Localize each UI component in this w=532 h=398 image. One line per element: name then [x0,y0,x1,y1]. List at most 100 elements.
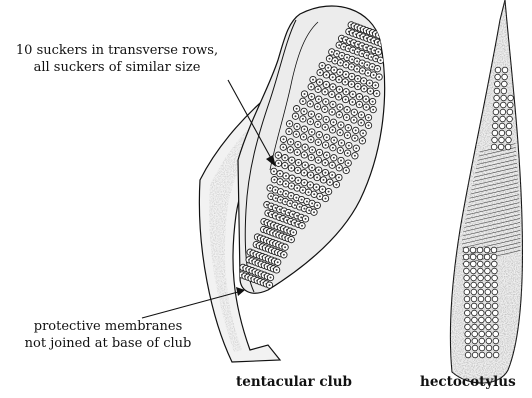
club-sucker-center [370,56,372,58]
club-sucker-center [277,261,279,263]
club-sucker-center [347,162,349,164]
hectocotylus-sucker [479,338,485,344]
hectocotylus-sucker [472,317,478,323]
club-sucker-center [339,132,341,134]
hectocotylus-sucker [465,317,471,323]
club-sucker-center [316,204,318,206]
club-sucker-center [285,193,287,195]
club-sucker-center [331,164,333,166]
hectocotylus-sucker [505,144,511,150]
club-sucker-center [372,101,374,103]
club-sucker-center [311,202,313,204]
club-sucker-center [363,88,365,90]
hectocotylus-sucker [470,254,476,260]
club-sucker-center [362,132,364,134]
hectocotylus-sucker [472,352,478,358]
hectocotylus-sucker [464,275,470,281]
club-sucker-center [368,124,370,126]
club-sucker-center [346,57,348,59]
hectocotylus-sucker [486,338,492,344]
hectocotylus-sucker [492,275,498,281]
hectocotylus-sucker [472,331,478,337]
club-sucker-center [324,162,326,164]
hectocotylus-sucker [508,102,514,108]
hectocotylus-sucker [501,95,507,101]
club-sucker-center [339,71,341,73]
hectocotylus-sucker [493,352,499,358]
hectocotylus-sucker [478,303,484,309]
hectocotylus-sucker [500,116,506,122]
club-sucker-center [312,79,314,81]
club-sucker-center [277,154,279,156]
club-sucker-center [356,60,358,62]
club-sucker-center [332,129,334,131]
club-sucker-center [362,70,364,72]
hectocotylus-sucker [471,261,477,267]
club-sucker-center [351,66,353,68]
club-sucker-center [303,172,305,174]
club-sucker-center [300,216,302,218]
club-sucker-center [332,147,334,149]
club-sucker-center [296,126,298,128]
club-sucker-center [305,218,307,220]
hectocotylus-sucker [472,310,478,316]
club-sucker-center [329,58,331,60]
club-sucker-center [324,172,326,174]
hectocotylus-sucker [464,289,470,295]
hectocotylus-sucker [472,324,478,330]
hectocotylus-sucker [485,282,491,288]
hectocotylus-drawing [450,0,522,383]
club-sucker-center [297,169,299,171]
club-sucker-center [296,151,298,153]
club-sucker-center [371,66,373,68]
club-sucker-center [303,128,305,130]
club-sucker-center [369,90,371,92]
hectocotylus-sucker [495,81,501,87]
club-sucker-center [345,99,347,101]
club-sucker-center [298,162,300,164]
club-sucker-center [311,149,313,151]
hectocotylus-sucker [479,310,485,316]
club-sucker-center [344,81,346,83]
hectocotylus-sucker [484,247,490,253]
club-sucker-center [269,187,271,189]
club-sucker-center [302,189,304,191]
hectocotylus-sucker [501,102,507,108]
hectocotylus-sucker [495,67,501,73]
club-sucker-center [348,145,350,147]
club-sucker-center [341,55,343,57]
club-sucker-center [338,167,340,169]
hectocotylus-sucker [486,352,492,358]
club-sucker-center [290,239,292,241]
club-sucker-center [319,72,321,74]
hectocotylus-sucker [464,282,470,288]
hectocotylus-sucker [470,247,476,253]
membranes-annotation: protective membranes not joined at base … [8,318,208,352]
club-sucker-center [332,103,334,105]
club-sucker-center [336,53,338,55]
club-sucker-center [303,182,305,184]
hectocotylus-sucker [478,268,484,274]
club-sucker-center [354,137,356,139]
club-sucker-center [289,123,291,125]
club-sucker-center [284,157,286,159]
club-sucker-center [303,208,305,210]
club-sucker-center [309,121,311,123]
club-sucker-center [325,101,327,103]
club-sucker-center [309,184,311,186]
club-sucker-center [291,177,293,179]
club-sucker-center [310,174,312,176]
club-sucker-center [304,93,306,95]
club-sucker-center [275,197,277,199]
hectocotylus-sucker [485,289,491,295]
club-sucker-center [270,277,272,279]
hectocotylus-sucker [492,137,498,143]
hectocotylus-sucker [471,268,477,274]
club-sucker-center [313,211,315,213]
club-sucker-center [318,98,320,100]
club-sucker-center [333,139,335,141]
club-sucker-center [338,114,340,116]
club-sucker-center [270,195,272,197]
hectocotylus-sucker [498,144,504,150]
hectocotylus-sucker [472,338,478,344]
